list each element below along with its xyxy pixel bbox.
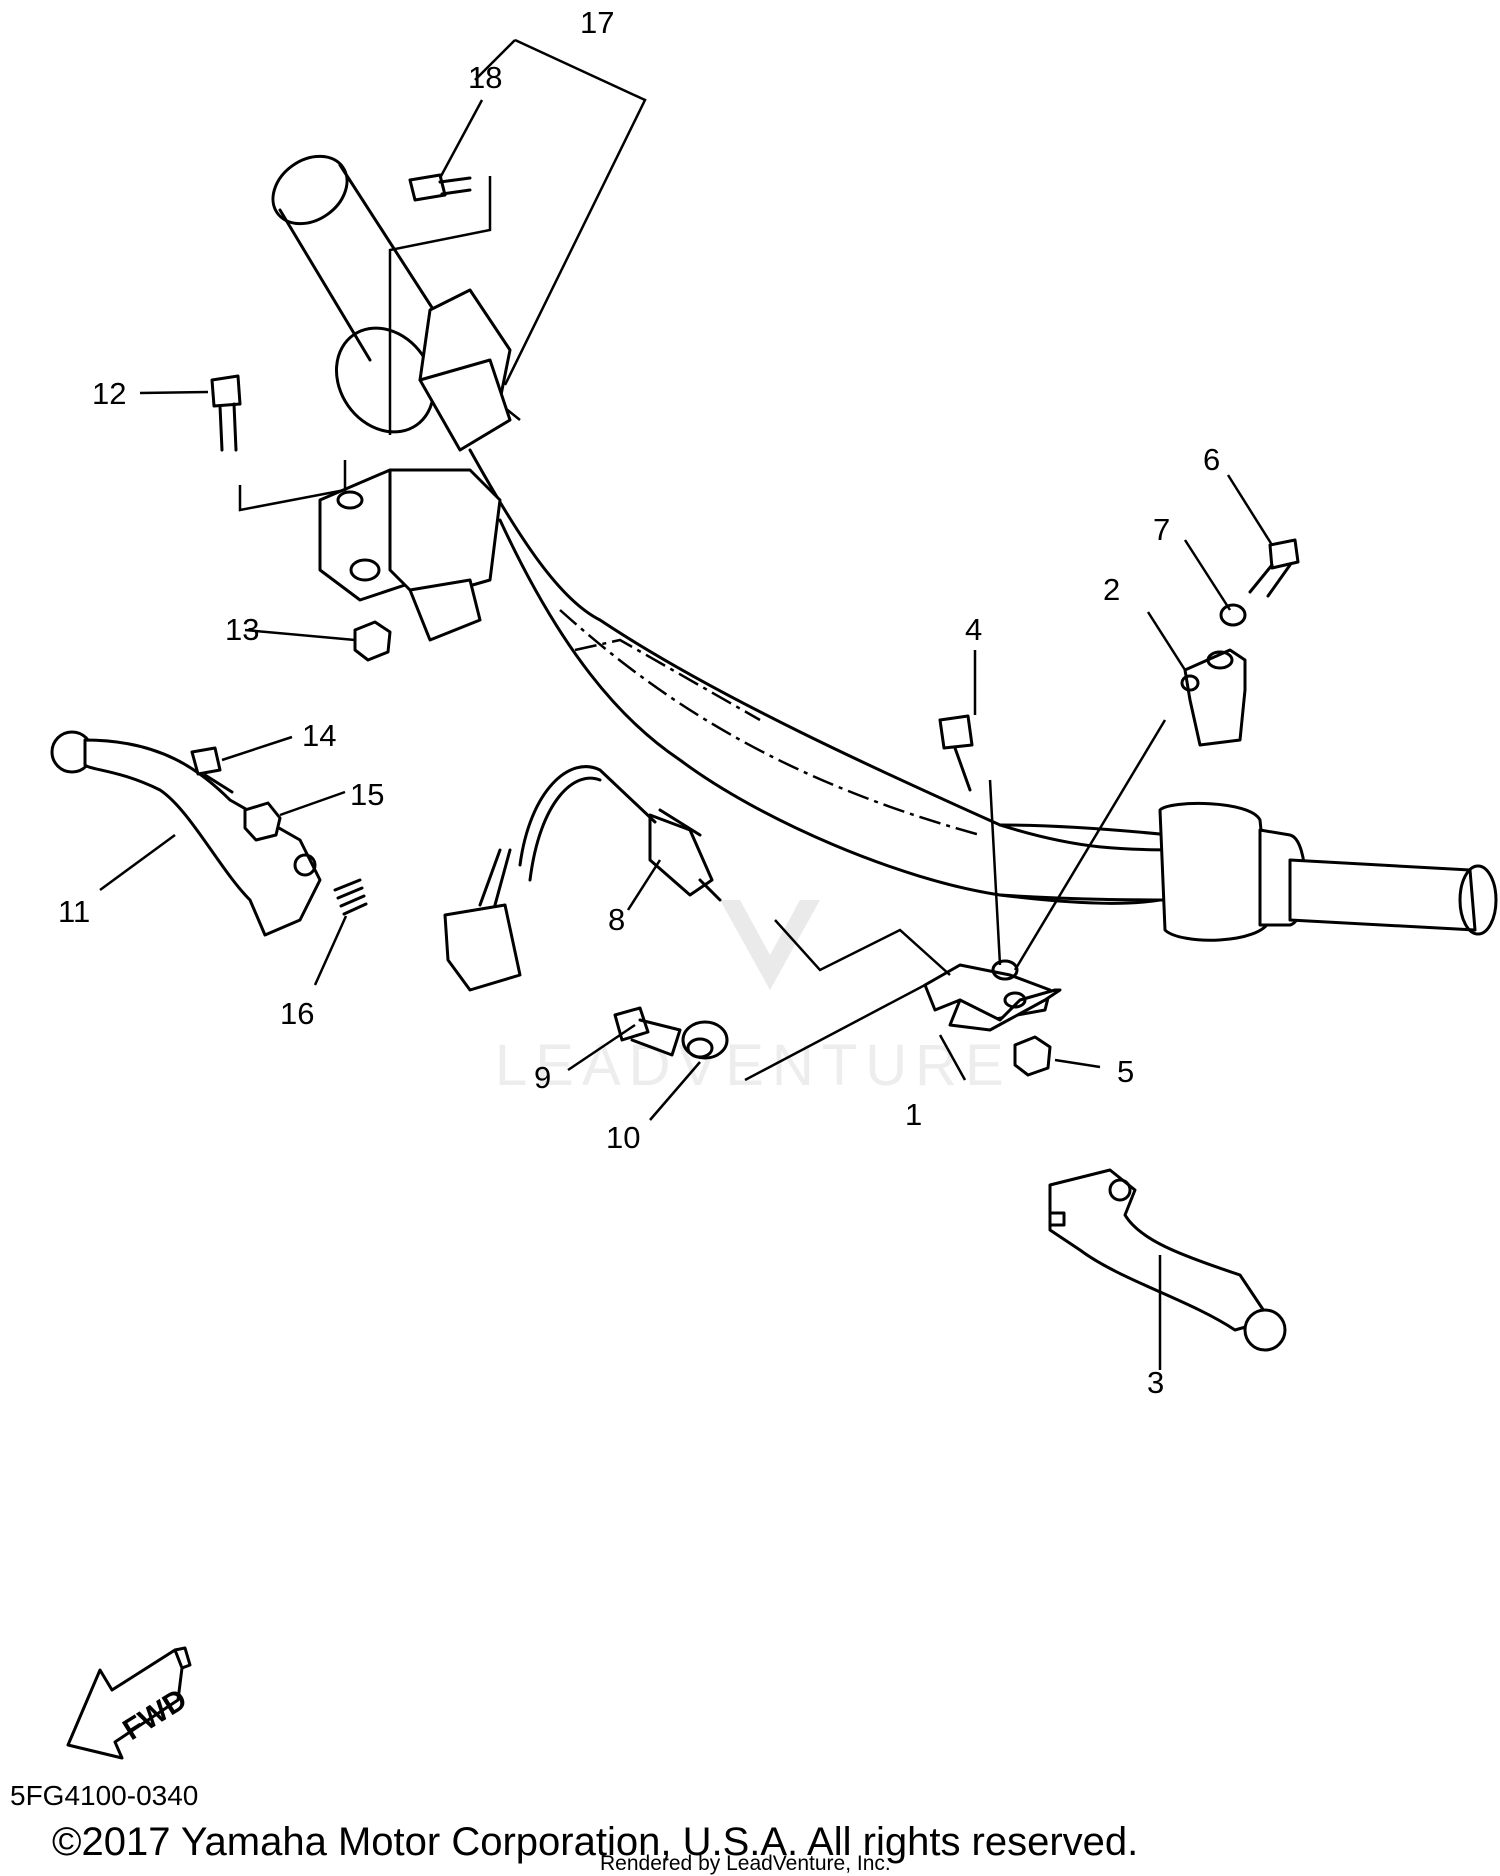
fasteners <box>190 173 1300 1077</box>
handlebar <box>468 379 1202 905</box>
watermark-text: LEADVENTURE <box>495 1033 1012 1098</box>
callout-15: 15 <box>350 777 384 812</box>
callout-1: 1 <box>905 1097 922 1132</box>
callout-14: 14 <box>302 718 336 753</box>
leader-lines <box>99 99 1274 1370</box>
callout-2: 2 <box>1103 572 1120 607</box>
brake-switch <box>443 765 722 992</box>
right-grip <box>1158 802 1498 942</box>
callout-8: 8 <box>608 902 625 937</box>
brake-lever-holder <box>923 719 1167 1032</box>
callout-12: 12 <box>92 376 126 411</box>
clamp <box>1180 648 1247 747</box>
callout-10: 10 <box>606 1120 640 1155</box>
copyright-text: ©2017 Yamaha Motor Corporation, U.S.A. A… <box>52 1820 1139 1864</box>
brake-lever-right <box>1048 1168 1287 1352</box>
diagram-code: 5FG4100-0340 <box>10 1780 199 1811</box>
leadventure-watermark: LEADVENTURE <box>495 900 1012 1098</box>
callout-labels: 1 2 3 4 5 6 7 8 9 10 11 12 13 14 15 16 1… <box>58 5 1220 1400</box>
throttle-grip <box>271 154 512 452</box>
switch-housing-left <box>318 468 502 642</box>
callout-5: 5 <box>1117 1054 1134 1089</box>
callout-11: 11 <box>58 894 90 929</box>
callout-17: 17 <box>580 5 614 40</box>
assembly-lines <box>238 38 951 1082</box>
callout-6: 6 <box>1203 442 1220 477</box>
callout-16: 16 <box>280 996 314 1031</box>
callout-3: 3 <box>1147 1365 1164 1400</box>
callout-13: 13 <box>225 612 259 647</box>
callout-9: 9 <box>534 1060 551 1095</box>
fwd-arrow: FWD <box>66 1646 193 1760</box>
callout-4: 4 <box>965 612 982 647</box>
rendered-by-text: Rendered by LeadVenture, Inc. <box>600 1852 891 1875</box>
callout-18: 18 <box>468 60 502 95</box>
callout-7: 7 <box>1153 512 1170 547</box>
clutch-lever-left <box>50 730 322 937</box>
